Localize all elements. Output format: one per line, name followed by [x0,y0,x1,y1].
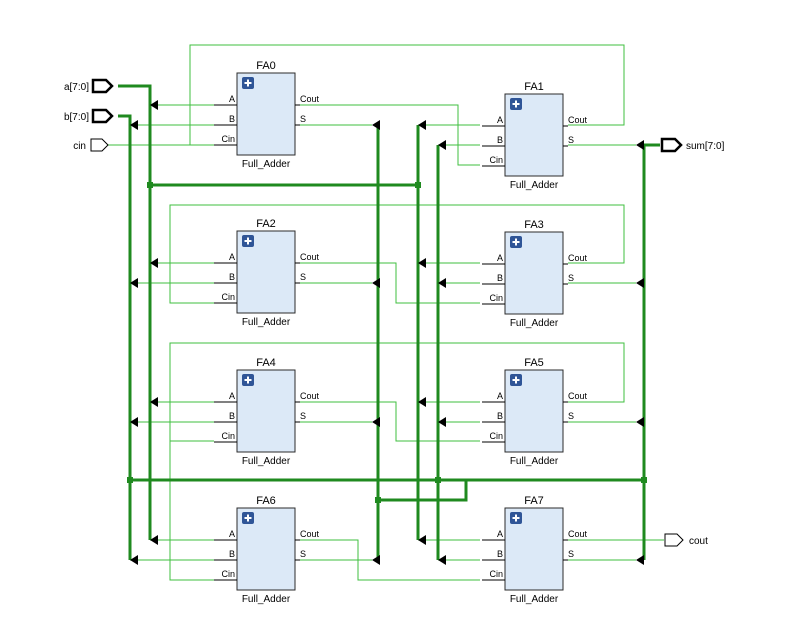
port-a-label: a[7:0] [64,82,89,93]
pin-s-label: S [300,549,306,559]
pin-b-label: B [229,549,235,559]
pin-cout-label: Cout [300,94,320,104]
pin-s-label: S [568,273,574,283]
plus-icon[interactable] [242,77,254,89]
input-port-icon [91,108,114,124]
plus-icon[interactable] [510,98,522,110]
output-port-icon [664,533,684,547]
pin-cin-label: Cin [489,569,503,579]
cell-instance-name: FA7 [524,495,544,507]
pin-s-label: S [568,411,574,421]
pin-s-label: S [300,411,306,421]
port-cout[interactable]: cout [664,533,708,547]
cell-module-type: Full_Adder [242,456,291,467]
cell-module-type: Full_Adder [510,456,559,467]
cell-instance-name: FA3 [524,219,544,231]
port-a[interactable]: a[7:0] [64,78,114,94]
input-port-icon [90,138,109,152]
pin-s-label: S [300,272,306,282]
pin-cout-label: Cout [568,391,588,401]
port-b-label: b[7:0] [64,112,89,123]
cell-module-type: Full_Adder [510,594,559,605]
plus-icon[interactable] [242,235,254,247]
bus-wires [118,84,660,560]
port-b[interactable]: b[7:0] [64,108,114,124]
cell-instance-name: FA6 [256,495,276,507]
cell-module-type: Full_Adder [242,594,291,605]
junction-dots [127,182,647,503]
cell-instance-name: FA4 [256,357,276,369]
pin-a-label: A [229,529,235,539]
plus-icon[interactable] [510,512,522,524]
port-sum[interactable]: sum[7:0] [660,137,725,153]
pin-b-label: B [229,272,235,282]
pin-cin-label: Cin [489,155,503,165]
plus-icon[interactable] [242,512,254,524]
pin-a-label: A [497,391,503,401]
port-cin[interactable]: cin [73,138,109,152]
pin-a-label: A [229,94,235,104]
cell-module-type: Full_Adder [510,180,559,191]
pin-cout-label: Cout [568,253,588,263]
port-cin-label: cin [73,141,86,152]
cell-module-type: Full_Adder [510,318,559,329]
pin-cin-label: Cin [221,431,235,441]
cell-instance-name: FA0 [256,60,276,72]
pin-cout-label: Cout [300,529,320,539]
pin-a-label: A [497,253,503,263]
cell-module-type: Full_Adder [242,317,291,328]
port-sum-label: sum[7:0] [686,141,725,152]
pin-b-label: B [497,273,503,283]
pin-s-label: S [568,135,574,145]
pin-cin-label: Cin [221,134,235,144]
pin-cout-label: Cout [300,391,320,401]
pin-b-label: B [229,114,235,124]
pin-b-label: B [229,411,235,421]
pin-cout-label: Cout [568,115,588,125]
pin-b-label: B [497,549,503,559]
cell-module-type: Full_Adder [242,159,291,170]
cell-body[interactable] [236,369,296,453]
pin-cin-label: Cin [221,292,235,302]
pin-a-label: A [229,391,235,401]
cell-instance-name: FA2 [256,218,276,230]
pin-s-label: S [568,549,574,559]
pin-cout-label: Cout [300,252,320,262]
cell-instance-name: FA5 [524,357,544,369]
plus-icon[interactable] [242,374,254,386]
pin-a-label: A [497,529,503,539]
plus-icon[interactable] [510,374,522,386]
output-port-icon [660,137,683,153]
input-port-icon [91,78,114,94]
pin-b-label: B [497,135,503,145]
bus-taps [130,100,644,565]
pin-cout-label: Cout [568,529,588,539]
pin-a-label: A [497,115,503,125]
plus-icon[interactable] [510,236,522,248]
adder-cells: FA0ABCinCoutSFull_AdderFA1ABCinCoutSFull… [214,60,588,605]
pin-a-label: A [229,252,235,262]
cell-instance-name: FA1 [524,81,544,93]
pin-s-label: S [300,114,306,124]
pin-cin-label: Cin [221,569,235,579]
pin-b-label: B [497,411,503,421]
port-cout-label: cout [689,536,708,547]
signal-wires [100,44,664,581]
pin-cin-label: Cin [489,431,503,441]
pin-cin-label: Cin [489,293,503,303]
